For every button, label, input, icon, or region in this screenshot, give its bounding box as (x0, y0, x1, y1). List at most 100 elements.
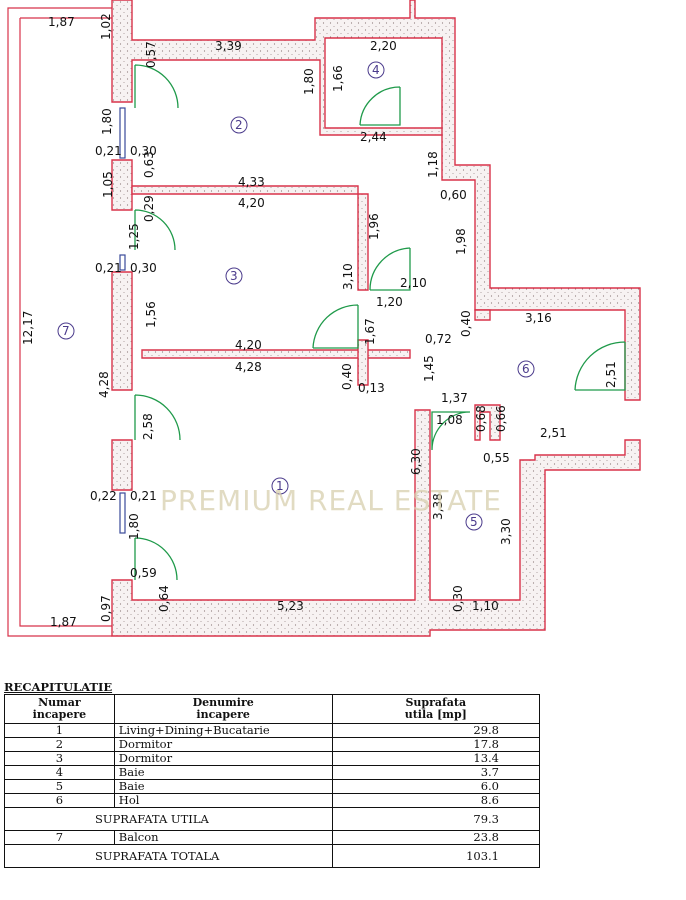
dim-label: 0,21 (130, 489, 157, 503)
balcony-outline (7, 7, 112, 637)
dim-label: 4,33 (238, 175, 265, 189)
dim-label: 0,29 (142, 195, 156, 222)
cell-number: 2 (4, 737, 115, 752)
header-numar: Numar incapere (4, 694, 115, 724)
room-number-1: 1 (276, 479, 284, 493)
room-markers (57, 61, 535, 531)
summary-title: RECAPITULATIE (4, 680, 113, 694)
cell-name: Balcon (113, 830, 333, 845)
room-number-3: 3 (230, 269, 238, 283)
dim-label: 3,30 (499, 518, 513, 545)
dim-label: 0,60 (440, 188, 467, 202)
totala-label: SUPRAFATA TOTALA (4, 844, 333, 868)
room-number-7: 7 (62, 324, 70, 338)
room-numbers: 4 2 3 7 6 1 5 (62, 63, 530, 529)
cell-area: 29.8 (331, 723, 541, 738)
dim-label: 1,80 (100, 108, 114, 135)
dim-label: 0,72 (425, 332, 452, 346)
dimension-labels: 1,87 1,02 0,57 3,39 2,20 1,80 1,66 2,44 … (21, 13, 618, 629)
cell-name: Hol (113, 793, 333, 808)
dim-label: 0,40 (340, 363, 354, 390)
totala-value: 103.1 (331, 844, 541, 868)
dim-label: 1,37 (441, 391, 468, 405)
dim-label: 1,10 (472, 599, 499, 613)
dim-label: 1,08 (436, 413, 463, 427)
dim-label: 0,68 (474, 405, 488, 432)
dim-label: 3,38 (431, 493, 445, 520)
dim-label: 0,57 (144, 41, 158, 68)
dim-label: 0,30 (130, 261, 157, 275)
room-number-4: 4 (372, 63, 380, 77)
dim-label: 0,13 (358, 381, 385, 395)
cell-area: 23.8 (331, 830, 541, 845)
dim-label: 2,44 (360, 130, 387, 144)
dim-label: 0,30 (130, 144, 157, 158)
dim-label: 0,22 (90, 489, 117, 503)
dim-label: 0,30 (451, 585, 465, 612)
dim-label: 1,45 (422, 355, 436, 382)
dim-label: 1,18 (426, 151, 440, 178)
interior-walls (131, 185, 501, 441)
dim-label: 1,20 (376, 295, 403, 309)
dim-label: 0,63 (142, 151, 156, 178)
dim-label: 1,56 (144, 301, 158, 328)
dim-label: 4,20 (238, 196, 265, 210)
cell-name: Baie (113, 779, 333, 794)
watermark: PREMIUM REAL ESTATE (160, 484, 502, 517)
door-swings (134, 64, 626, 581)
cell-area: 17.8 (331, 737, 541, 752)
dim-label: 2,20 (370, 39, 397, 53)
summary-section: RECAPITULATIE Numar incapere Denumire in… (4, 680, 544, 868)
dim-label: 1,25 (127, 223, 141, 250)
room-number-2: 2 (235, 118, 243, 132)
dim-label: 2,51 (604, 361, 618, 388)
dim-label: 1,67 (363, 318, 377, 345)
dim-label: 3,39 (215, 39, 242, 53)
dim-label: 3,10 (341, 263, 355, 290)
dim-label: 0,40 (459, 310, 473, 337)
dim-label: 1,80 (302, 68, 316, 95)
dim-label: 1,87 (48, 15, 75, 29)
dim-label: 5,23 (277, 599, 304, 613)
summary-table: Numar incapere Denumire incapere Suprafa… (4, 694, 541, 868)
dim-label: 0,66 (494, 405, 508, 432)
dim-label: 0,97 (99, 595, 113, 622)
dim-label: 4,28 (235, 360, 262, 374)
utila-value: 79.3 (331, 807, 541, 831)
dim-label: 3,16 (525, 311, 552, 325)
dim-label: 1,80 (127, 513, 141, 540)
dim-label: 1,87 (50, 615, 77, 629)
dim-label: 1,96 (367, 213, 381, 240)
cell-name: Dormitor (113, 737, 333, 752)
dim-label: 0,21 (95, 261, 122, 275)
dim-label: 2,58 (141, 413, 155, 440)
windows (119, 107, 126, 534)
cell-number: 7 (4, 830, 115, 845)
dim-label: 1,66 (331, 65, 345, 92)
header-denumire: Denumire incapere (113, 694, 333, 724)
dim-label: 0,64 (157, 585, 171, 612)
cell-number: 4 (4, 765, 115, 780)
cell-number: 5 (4, 779, 115, 794)
dim-label: 1,98 (454, 228, 468, 255)
floor-plan: 1,87 1,02 0,57 3,39 2,20 1,80 1,66 2,44 … (7, 0, 641, 637)
cell-number: 1 (4, 723, 115, 738)
outer-walls (111, 0, 641, 637)
dim-label: 0,59 (130, 566, 157, 580)
cell-number: 6 (4, 793, 115, 808)
dim-label: 1,02 (99, 13, 113, 40)
dim-label: 4,20 (235, 338, 262, 352)
dim-label: 2,10 (400, 276, 427, 290)
room-number-5: 5 (470, 515, 478, 529)
dim-label: 4,28 (97, 371, 111, 398)
cell-area: 3.7 (331, 765, 541, 780)
dim-label: 12,17 (21, 311, 35, 345)
